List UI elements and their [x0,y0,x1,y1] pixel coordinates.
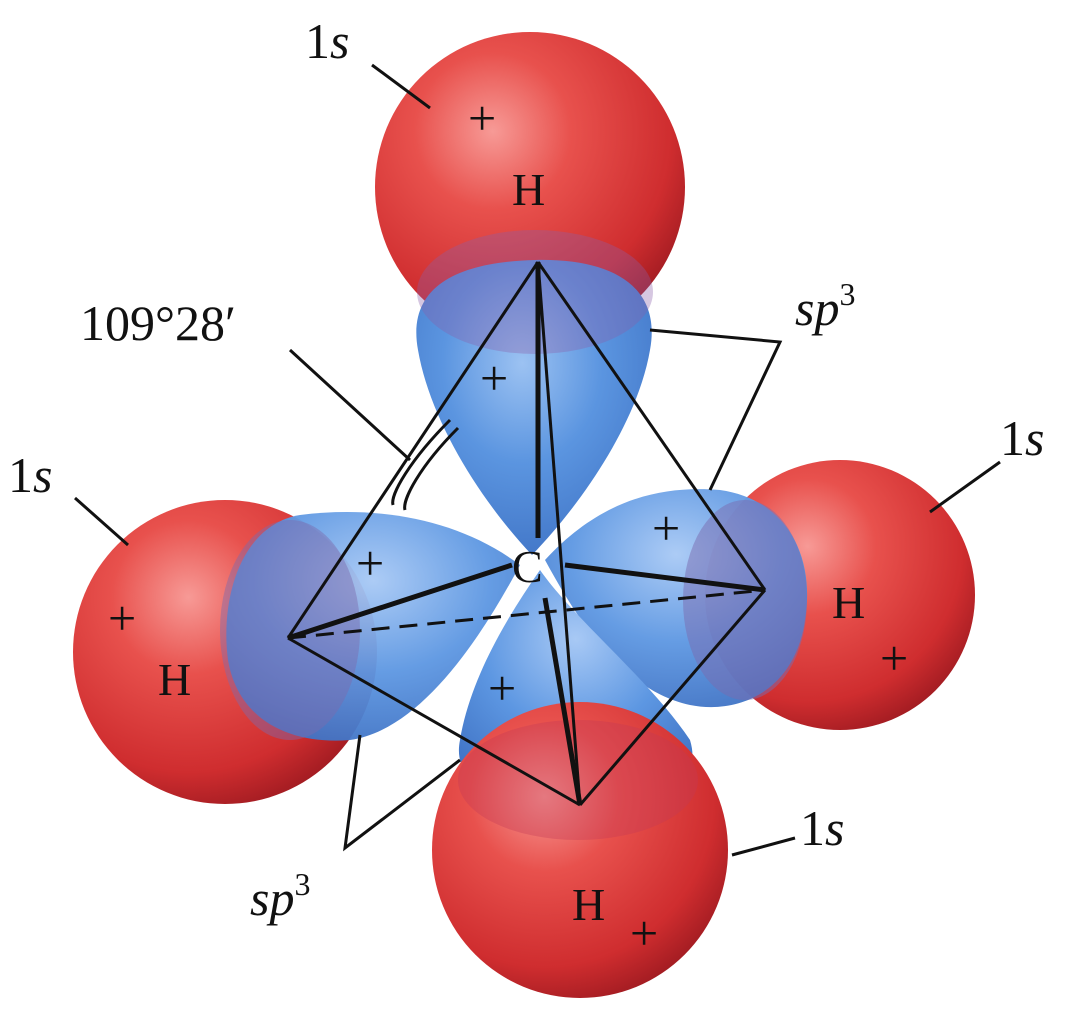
overlap-right [683,500,807,700]
h-bottom-symbol: H [572,879,605,930]
h-bottom-orbital-label: 1s [800,800,844,856]
h-top-sign: + [468,90,496,146]
sp3-label-bottom: sp3 [250,866,310,926]
sp3-lobe-left-sign: + [356,535,384,591]
bond-angle-arc [391,418,452,506]
sp3-lobe-top-sign: + [480,350,508,406]
h-bottom-sign: + [630,905,658,961]
angle-label: 109°28′ [80,295,236,351]
carbon-label: C [512,541,543,592]
bond-angle-arc-inner [403,426,460,511]
sp3-lobe-bottom-sign: + [488,660,516,716]
sp3-lobe-top [416,259,652,555]
h-left-orbital-label: 1s [8,447,52,503]
h-right-sign: + [880,630,908,686]
sp3-lobe-left [226,512,520,741]
h-left-symbol: H [158,654,191,705]
orbital-letter: s [330,13,349,69]
h-right-symbol: H [832,577,865,628]
sp3-label-top: sp3 [795,276,855,336]
tetrahedron-edges [286,261,767,807]
h-top-orbital-label: 1s [305,13,349,69]
c-h-bonds [287,262,766,806]
h-right-orbital-label: 1s [1000,410,1044,466]
h-left-sign: + [108,590,136,646]
h-top-sphere [375,32,685,342]
h-top-symbol: H [512,164,545,215]
overlap-top [417,230,653,354]
h-bottom-sphere [432,702,728,998]
leader-lines [74,63,1001,857]
orbital-letter: s [33,447,52,503]
sp3-lobe-right-sign: + [652,500,680,556]
orbital-letter: s [825,800,844,856]
orbital-letter: s [1025,410,1044,466]
overlap-left [220,520,360,740]
